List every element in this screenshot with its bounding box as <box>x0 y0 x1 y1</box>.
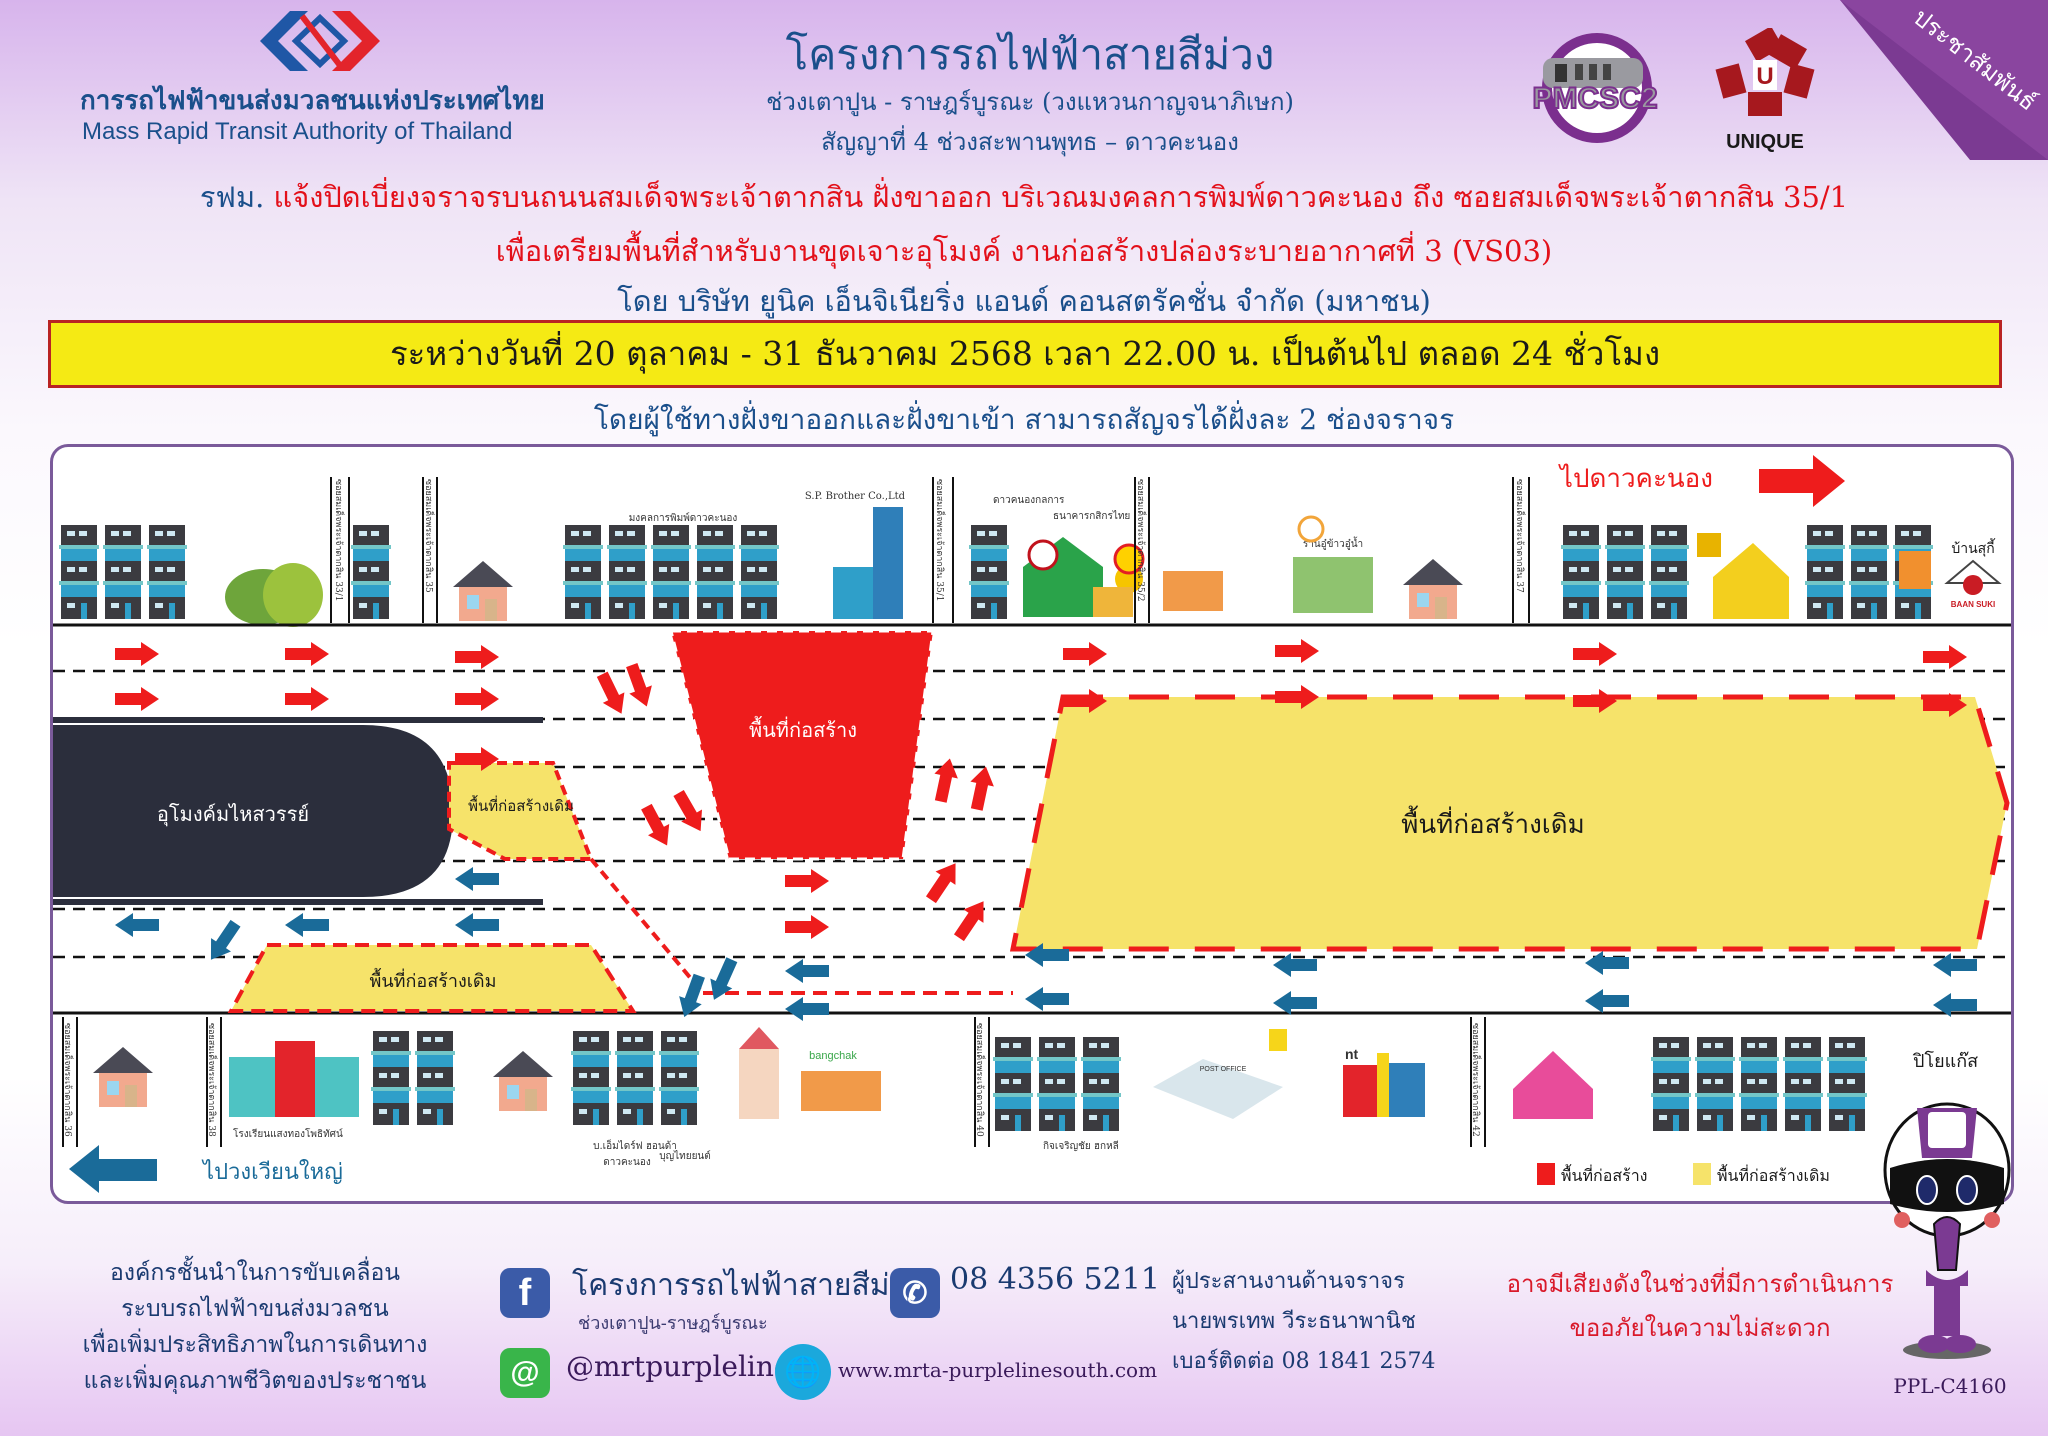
svg-text:S.P. Brother Co.,Ltd: S.P. Brother Co.,Ltd <box>805 491 906 502</box>
svg-text:ซอยสมเด็จพระเจ้าตากสิน 40: ซอยสมเด็จพระเจ้าตากสิน 40 <box>974 1023 987 1137</box>
date-range-banner: ระหว่างวันที่ 20 ตุลาคม - 31 ธันวาคม 256… <box>48 320 2002 388</box>
svg-text:PMCSC2: PMCSC2 <box>1532 82 1657 115</box>
legend: พื้นที่ก่อสร้าง พื้นที่ก่อสร้างเดิม <box>1537 1163 1830 1185</box>
org-name-english: Mass Rapid Transit Authority of Thailand <box>82 118 513 145</box>
svg-text:ซอยสมเด็จพระเจ้าตากสิน 37: ซอยสมเด็จพระเจ้าตากสิน 37 <box>1514 479 1527 593</box>
announcement-line-1: รฟม. แจ้งปิดเบี่ยงจราจรบนถนนสมเด็จพระเจ้… <box>40 174 2008 220</box>
mascot-icon <box>1883 1102 2011 1359</box>
slogan: องค์กรชั้นนำในการขับเคลื่อน ระบบรถไฟฟ้าข… <box>82 1260 428 1394</box>
svg-text:ซอยสมเด็จพระเจ้าตากสิน 35/2: ซอยสมเด็จพระเจ้าตากสิน 35/2 <box>1135 479 1148 601</box>
svg-text:ดาวคนองกลการ: ดาวคนองกลการ <box>993 495 1065 506</box>
facebook-icon[interactable]: f <box>500 1268 550 1318</box>
apology-notice: อาจมีเสียงดังในช่วงที่มีการดำเนินการ ขออ… <box>1506 1270 1894 1342</box>
line-icon[interactable]: @ <box>500 1348 550 1398</box>
project-title: โครงการรถไฟฟ้าสายสีม่วง <box>785 30 1275 79</box>
svg-text:พื้นที่ก่อสร้างเดิม: พื้นที่ก่อสร้างเดิม <box>468 795 574 815</box>
bottom-buildings: โรงเรียนแสงทองโพธิทัศน์ บ.เอ็มไดร์ฟ ฮอนด… <box>93 1027 1978 1168</box>
svg-text:ซอยสมเด็จพระเจ้าตากสิน 35: ซอยสมเด็จพระเจ้าตากสิน 35 <box>423 479 436 593</box>
existing-zone-3: พื้นที่ก่อสร้างเดิม <box>1009 694 2010 952</box>
project-section: ช่วงเตาปูน - ราษฎร์บูรณะ (วงแหวนกาญจนาภิ… <box>766 88 1294 116</box>
globe-icon: 🌐 <box>775 1344 831 1400</box>
svg-text:บุญไทยยนต์: บุญไทยยนต์ <box>659 1150 711 1162</box>
svg-text:ซอยสมเด็จพระเจ้าตากสิน 33/1: ซอยสมเด็จพระเจ้าตากสิน 33/1 <box>333 479 346 601</box>
svg-text:ซอยสมเด็จพระเจ้าตากสิน 35/1: ซอยสมเด็จพระเจ้าตากสิน 35/1 <box>934 479 947 601</box>
svg-text:กิจเจริญชัย ฮกหลี: กิจเจริญชัย ฮกหลี <box>1043 1140 1119 1152</box>
svg-text:ดาวคะนอง: ดาวคะนอง <box>603 1157 651 1168</box>
traffic-note: โดยผู้ใช้ทางฝั่งขาออกและฝั่งขาเข้า สามาร… <box>593 403 1455 436</box>
coordinator-name: นายพรเทพ วีระธนาพานิช <box>1172 1309 1416 1334</box>
announcement-line-2: เพื่อเตรียมพื้นที่สำหรับงานขุดเจาะอุโมงค… <box>495 234 1553 268</box>
svg-text:พื้นที่ก่อสร้าง: พื้นที่ก่อสร้าง <box>749 716 857 742</box>
svg-text:ซอยสมเด็จพระเจ้าตากสิน 42: ซอยสมเด็จพระเจ้าตากสิน 42 <box>1470 1023 1483 1137</box>
facebook-page-name[interactable]: โครงการรถไฟฟ้าสายสีม่วง <box>572 1268 922 1303</box>
pmcsc2-logo-icon: PMCSC2 <box>1531 33 1659 143</box>
svg-text:bangchak: bangchak <box>809 1050 857 1062</box>
svg-text:ไปวงเวียนใหญ่: ไปวงเวียนใหญ่ <box>201 1159 343 1185</box>
traffic-diagram: มงคลการพิมพ์ดาวคะนอง S.P. Brother Co.,Lt… <box>50 444 2014 1204</box>
bottom-soi-markers: ซอยสมเด็จพระเจ้าตากสิน 36 ซอยสมเด็จพระเจ… <box>62 1017 1486 1147</box>
svg-text:ซอยสมเด็จพระเจ้าตากสิน 38: ซอยสมเด็จพระเจ้าตากสิน 38 <box>206 1023 219 1137</box>
line-id[interactable]: @mrtpurpleline <box>566 1350 791 1383</box>
svg-text:U: U <box>1756 63 1773 90</box>
phone-number[interactable]: 08 4356 5211 <box>950 1262 1160 1297</box>
svg-text:ธนาคารกสิกรไทย: ธนาคารกสิกรไทย <box>1053 510 1130 522</box>
traffic-coordinator: ผู้ประสานงานด้านจราจร นายพรเทพ วีระธนาพา… <box>1172 1262 1436 1382</box>
svg-text:พื้นที่ก่อสร้างเดิม: พื้นที่ก่อสร้างเดิม <box>1717 1164 1830 1185</box>
svg-text:ปิโยแก๊ส: ปิโยแก๊ส <box>1913 1050 1978 1072</box>
svg-text:พื้นที่ก่อสร้าง: พื้นที่ก่อสร้าง <box>1561 1164 1647 1185</box>
contractor-line: โดย บริษัท ยูนิค เอ็นจิเนียริ่ง แอนด์ คอ… <box>617 284 1431 318</box>
legend-existing-swatch <box>1693 1163 1711 1185</box>
svg-text:ซอยสมเด็จพระเจ้าตากสิน 36: ซอยสมเด็จพระเจ้าตากสิน 36 <box>62 1023 75 1137</box>
phone-icon: ✆ <box>890 1268 940 1318</box>
construction-zone: พื้นที่ก่อสร้าง <box>669 629 935 861</box>
document-code: PPL-C4160 <box>1893 1374 2007 1398</box>
svg-text:POST OFFICE: POST OFFICE <box>1200 1066 1247 1073</box>
svg-text:พื้นที่ก่อสร้างเดิม: พื้นที่ก่อสร้างเดิม <box>369 968 496 992</box>
direction-to-wongwian-yai: ไปวงเวียนใหญ่ <box>69 1145 343 1193</box>
road-layout: มงคลการพิมพ์ดาวคะนอง S.P. Brother Co.,Lt… <box>53 455 2011 1193</box>
direction-to-dao-khanong: ไปดาวคะนอง <box>1558 455 1845 507</box>
svg-text:ไปดาวคะนอง: ไปดาวคะนอง <box>1558 463 1713 494</box>
tunnel-area: อุโมงค์มไหสวรรย์ <box>53 717 543 905</box>
svg-text:อุโมงค์มไหสวรรย์: อุโมงค์มไหสวรรย์ <box>157 802 309 827</box>
svg-text:โรงเรียนแสงทองโพธิทัศน์: โรงเรียนแสงทองโพธิทัศน์ <box>233 1127 343 1140</box>
website-link[interactable]: www.mrta-purplelinesouth.com <box>838 1358 1158 1382</box>
svg-text:BAAN SUKI: BAAN SUKI <box>1951 600 1995 609</box>
coordinator-title: ผู้ประสานงานด้านจราจร <box>1172 1269 1405 1294</box>
svg-text:บ.เอ็มไดร์ฟ ฮอนด้า: บ.เอ็มไดร์ฟ ฮอนด้า <box>593 1138 677 1152</box>
svg-text:nt: nt <box>1345 1046 1359 1062</box>
legend-construction-swatch <box>1537 1163 1555 1185</box>
mrta-logo-icon <box>260 11 380 71</box>
svg-text:พื้นที่ก่อสร้างเดิม: พื้นที่ก่อสร้างเดิม <box>1401 805 1584 840</box>
project-contract: สัญญาที่ 4 ช่วงสะพานพุทธ – ดาวคะนอง <box>821 128 1239 156</box>
public-relations-banner: ประชาสัมพันธ์ <box>1840 0 2048 160</box>
facebook-page-subtitle: ช่วงเตาปูน-ราษฎร์บูรณะ <box>578 1313 768 1334</box>
svg-text:UNIQUE: UNIQUE <box>1726 131 1804 153</box>
announcement-prefix: รฟม. <box>199 180 265 214</box>
existing-zone-1: พื้นที่ก่อสร้างเดิม <box>447 761 594 861</box>
svg-text:มงคลการพิมพ์ดาวคะนอง: มงคลการพิมพ์ดาวคะนอง <box>629 512 738 524</box>
announcement-line-1-text: แจ้งปิดเบี่ยงจราจรบนถนนสมเด็จพระเจ้าตากส… <box>273 180 1849 214</box>
unique-logo-icon: U UNIQUE <box>1715 28 1815 153</box>
svg-text:บ้านสุกี้: บ้านสุกี้ <box>1951 538 1996 557</box>
coordinator-phone: เบอร์ติดต่อ 08 1841 2574 <box>1172 1349 1436 1374</box>
existing-zone-2: พื้นที่ก่อสร้างเดิม <box>227 943 637 1013</box>
org-name-thai: การรถไฟฟ้าขนส่งมวลชนแห่งประเทศไทย <box>80 85 545 115</box>
top-soi-markers: ซอยสมเด็จพระเจ้าตากสิน 33/1 ซอยสมเด็จพระ… <box>330 477 1530 623</box>
